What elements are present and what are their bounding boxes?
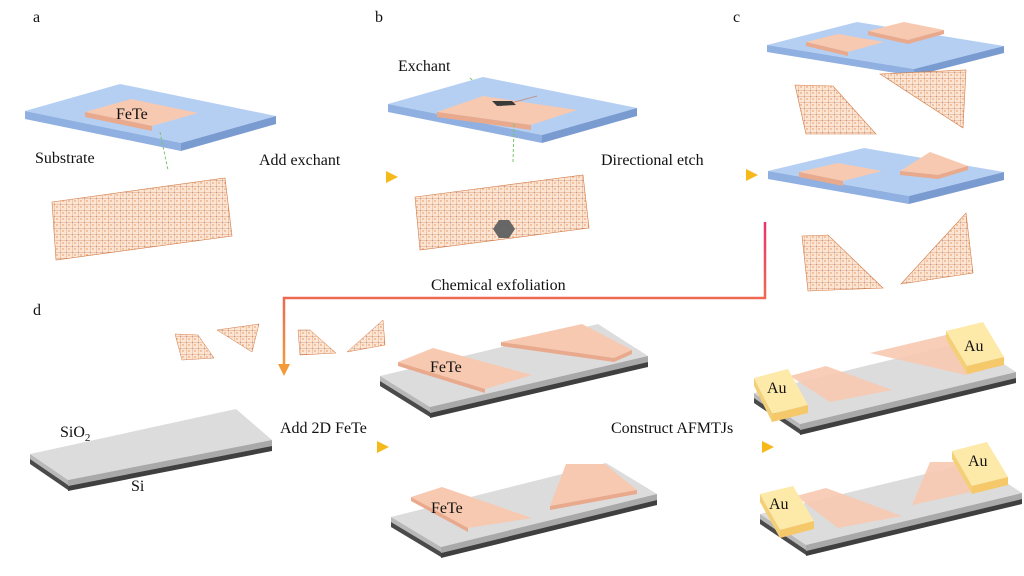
construct-afmtjs-label: Construct AFMTJs: [611, 420, 733, 437]
sio2-label: SiO2: [60, 424, 90, 444]
arrow-head-directional-etch: [746, 169, 758, 181]
atomic-lattice-a: [51, 177, 233, 261]
sio2-si-chip: [30, 409, 272, 491]
panel-label-c: c: [733, 9, 740, 26]
fete-flake-b: [437, 95, 577, 130]
fete-device-chip-1: [380, 324, 648, 418]
substrate-plate-c2: [768, 148, 1004, 204]
au-label-3: Au: [769, 496, 789, 513]
chemical-exfoliation-label: Chemical exfoliation: [431, 277, 566, 294]
substrate-plate-c1: [767, 22, 1004, 76]
fete-device-chip-2: [391, 463, 657, 558]
arrow-chemical-exfoliation: [282, 222, 767, 366]
exfoliated-flake-2: [216, 323, 260, 353]
lattice-fragment-c2: [879, 69, 967, 129]
fete-label-d1: FeTe: [430, 359, 462, 376]
exfoliated-flake-4: [346, 319, 386, 353]
au-label-1: Au: [767, 380, 787, 397]
arrow-head-add-2d-fete: [377, 441, 389, 453]
add-exchant-label: Add exchant: [259, 152, 341, 169]
lattice-fragment-c3: [801, 234, 884, 292]
substrate-label: Substrate: [35, 150, 95, 167]
panel-label-b: b: [375, 9, 383, 26]
lattice-fragment-c4: [900, 212, 974, 285]
fete-label-a: FeTe: [116, 106, 148, 123]
arrow-head-chemical-exfoliation: [278, 364, 290, 376]
lattice-fragment-c1: [794, 84, 877, 135]
panel-label-a: a: [33, 9, 40, 26]
directional-etch-label: Directional etch: [601, 152, 704, 169]
au-label-2: Au: [964, 338, 984, 355]
afmtj-device-2: [760, 442, 1022, 556]
afmtj-device-1: [754, 322, 1016, 435]
panel-label-d: d: [33, 302, 41, 319]
si-label: Si: [131, 478, 145, 495]
zoom-guide-b: [512, 123, 515, 163]
fete-label-d2: FeTe: [431, 500, 463, 517]
arrow-head-construct-afmtjs: [762, 441, 774, 453]
add-2d-fete-label: Add 2D FeTe: [280, 420, 367, 437]
exchant-blade: [492, 101, 516, 106]
au-label-4: Au: [968, 453, 988, 470]
arrow-head-add-exchant: [386, 171, 398, 183]
exchant-particle: [493, 220, 515, 238]
fete-flake-a: [85, 99, 198, 131]
zoom-guide-a: [159, 131, 169, 171]
atomic-lattice-b: [414, 174, 590, 251]
exchant-label: Exchant: [398, 58, 451, 75]
exfoliated-flake-1: [174, 333, 215, 361]
exfoliated-flake-3: [297, 329, 337, 356]
